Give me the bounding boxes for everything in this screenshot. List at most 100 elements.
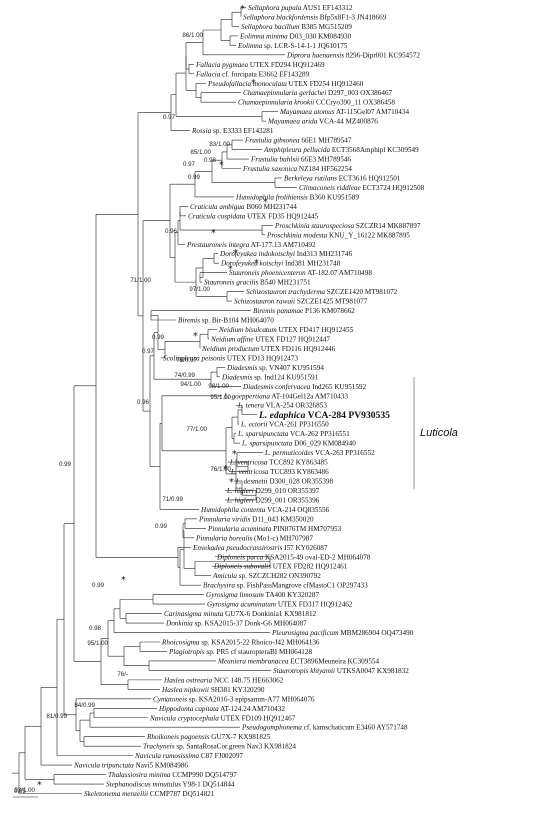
taxon-name: L. sparsipunctata <box>237 430 289 438</box>
node-support-value: 0.98 <box>89 625 102 632</box>
taxon-name: Humidophila contenta <box>200 506 266 514</box>
strain-accession: D06_029 KM084940 <box>292 440 356 448</box>
node-support-value: 97/1.00 <box>189 286 210 293</box>
taxon-name: Pinnularia viridis <box>198 515 251 523</box>
strain-accession: VCA-261 PP316550 <box>267 421 329 429</box>
strain-accession: CCCryo390_11 OX386458 <box>314 99 395 107</box>
taxon-label: Frustulia gibsonea 66E1 MH789547 <box>244 137 352 145</box>
strain-accession: ECT3896Meuneira KC309554 <box>288 657 379 665</box>
taxon-name: Craticula cuspidata <box>188 212 246 220</box>
taxon-name: Climaconeis riddleae <box>299 184 361 192</box>
full-support-marker: * <box>229 477 234 488</box>
node-support-labels: 86/1.000.970.9883/1.0085/1.000.970.990.9… <box>14 32 231 794</box>
taxon-label: L. goeppertiana AT-104Gel12a AM710433 <box>223 392 348 400</box>
taxon-name: Pseudofallacia monoculata <box>207 80 287 88</box>
taxon-name: L. higleri <box>226 496 254 504</box>
node-support-value: 95/1.00 <box>87 640 108 647</box>
node-support-value: 0.97 <box>163 114 176 121</box>
taxon-name: L. ventricosa <box>229 459 268 467</box>
strain-accession: Ind313 MH231746 <box>295 250 353 258</box>
taxon-name: Prestauroneis integra <box>186 241 250 249</box>
taxon-label: Envekadea pseudocrassirostris I57 KY0260… <box>192 544 328 552</box>
full-support-marker: * <box>223 464 228 475</box>
taxon-name: Dorofeyukea indokotschyi <box>219 250 295 258</box>
taxon-label: Rhoikoneis pagoensis GU7X-7 KX981825 <box>146 733 271 741</box>
taxon-label: Navicula ramosissima C87 FJ002097 <box>134 752 243 760</box>
strain-accession: KSA2015-49 oval-ED-2 MH064078 <box>263 553 371 561</box>
node-support-value: 77/1.00 <box>186 426 207 433</box>
strain-accession: ECT3724 HQ912508 <box>361 184 425 192</box>
taxon-label: Frustulia saxonica NZ184 HF562254 <box>242 165 352 173</box>
strain-accession: sp. PR5 cf stauropteraBI MH064128 <box>205 648 313 656</box>
node-support-value: 76/1.00 <box>210 466 231 473</box>
taxon-name: Skeletonema menzellii <box>84 790 148 798</box>
taxon-label: Diploneis subovalis UTEX FD282 HQ912461 <box>213 563 348 571</box>
taxon-label: Navicula tripunctata Navi5 KM084986 <box>73 762 188 770</box>
strain-accession: Navi5 KM084986 <box>134 762 189 770</box>
taxon-name: Sellaphora blackfordensis <box>243 13 318 21</box>
taxon-name: Diprora haenaensis <box>286 51 344 59</box>
strain-accession: C87 FJ002097 <box>199 752 243 760</box>
strain-accession: UTEX FD417 HQ912455 <box>277 326 354 334</box>
taxon-label: Chamaepinnularia krookii CCCryo390_11 OX… <box>238 99 395 107</box>
strain-accession: VCA-263 PP316552 <box>313 449 375 457</box>
strain-accession: Y98-1 DQ514844 <box>181 781 235 789</box>
taxon-name: Navicula tripunctata <box>73 762 134 770</box>
taxon-label: Biremis sp. Bir-B104 MH064070 <box>178 317 274 325</box>
taxon-name: Diploneis subovalis <box>213 563 271 571</box>
strain-accession: VCA-262 PP316551 <box>288 430 350 438</box>
taxon-label: Staurotropis khiyamii UTKSA0047 KX981832 <box>273 667 409 675</box>
taxon-name: Diploneis parca <box>216 553 264 561</box>
taxon-label: Sellaphora blackfordensis Bfp5x8F1-3 JN4… <box>243 13 387 21</box>
taxon-name: Fallacia pygmaea <box>195 61 249 69</box>
taxon-name: Biremis <box>178 317 200 325</box>
strain-accession: 66E1 MH789547 <box>300 137 352 145</box>
strain-accession: ECT3616 HQ912501 <box>337 174 401 182</box>
strain-accession: MBM286904 OQ473490 <box>339 629 414 637</box>
taxon-label: Brachysira sp. FishPassMangrove cfMastoC… <box>203 582 368 590</box>
taxon-name: Navicula cryptocephala <box>149 714 219 722</box>
taxon-name: Amicula <box>212 572 237 580</box>
node-support-value: 81/0.99 <box>46 713 67 720</box>
taxon-name: Pinnularia borealis <box>195 534 252 542</box>
taxon-label: L. ectorii VCA-261 PP316550 <box>240 421 329 429</box>
taxon-name: L. permuticoides <box>264 449 314 457</box>
strain-accession: VCA-44 MZ400876 <box>317 118 378 126</box>
taxon-name: L. edaphica <box>258 410 306 421</box>
taxon-label: Gyrosigma acuminatum UTEX FD317 HQ912462 <box>207 601 353 609</box>
taxon-label: L. desmetii D300_028 OR355398 <box>235 478 333 486</box>
taxon-name: Pseudogomphonema <box>241 724 302 732</box>
taxon-name: L. ectorii <box>240 421 267 429</box>
node-support-value: 71/0.99 <box>162 496 183 503</box>
taxon-name: L. tenera <box>237 402 264 410</box>
node-support-value: 0.96 <box>137 399 150 406</box>
taxon-name: Diadesmis <box>226 364 258 372</box>
taxon-label: Stauroneis phoenicenteron AT-182.07 AM71… <box>229 269 372 277</box>
node-support-value: 83/1.00 <box>209 141 230 148</box>
taxon-name: Stauroneis phoenicenteron <box>229 269 306 277</box>
taxon-label: Pleurosigma pacificum MBM286904 OQ473490 <box>271 629 414 637</box>
taxon-name: L. goeppertiana <box>223 392 270 400</box>
strain-accession: UTEX FD116 HQ912446 <box>259 345 336 353</box>
taxon-label: Gyrosigma limosum TA400 KY320287 <box>206 591 319 599</box>
strain-accession: SZCZR14 MK887897 <box>354 222 421 230</box>
strain-accession: sp. SantaRosaCor.green Nav3 KX981824 <box>175 743 297 751</box>
taxon-label: Frustulia bahlsii 66E3 MH789546 <box>250 156 351 164</box>
taxon-name: Gyrosigma limosum <box>206 591 264 599</box>
taxon-label: Pseudogomphonema cf. kamschaticum E3460 … <box>241 724 408 732</box>
taxon-label: Prestauroneis integra AT-177.13 AM710492 <box>186 241 316 249</box>
taxon-label: Rossia sp. E3333 EF143281 <box>191 127 274 135</box>
taxon-label: L. higleri D299_001 OR355396 <box>226 496 320 504</box>
taxon-name: Neidium affine <box>210 335 254 343</box>
node-support-value: 0.99 <box>188 174 201 181</box>
full-support-marker: * <box>233 248 238 259</box>
strain-accession: NZ184 HF562254 <box>297 165 352 173</box>
taxon-label: Schizostauron rawaii SZCZE1425 MT981077 <box>234 298 368 306</box>
node-support-value: 0.98 <box>204 157 217 164</box>
strain-accession: UTEX FD254 HQ912460 <box>287 80 364 88</box>
taxon-label: Climaconeis riddleae ECT3724 HQ912508 <box>299 184 425 192</box>
taxon-label: Neidium affine UTEX FD127 HQ912447 <box>210 335 330 343</box>
taxon-name: Rhoicosigma <box>161 638 200 646</box>
taxon-label: Craticula cuspidata UTEX FD35 HQ912445 <box>188 212 319 220</box>
